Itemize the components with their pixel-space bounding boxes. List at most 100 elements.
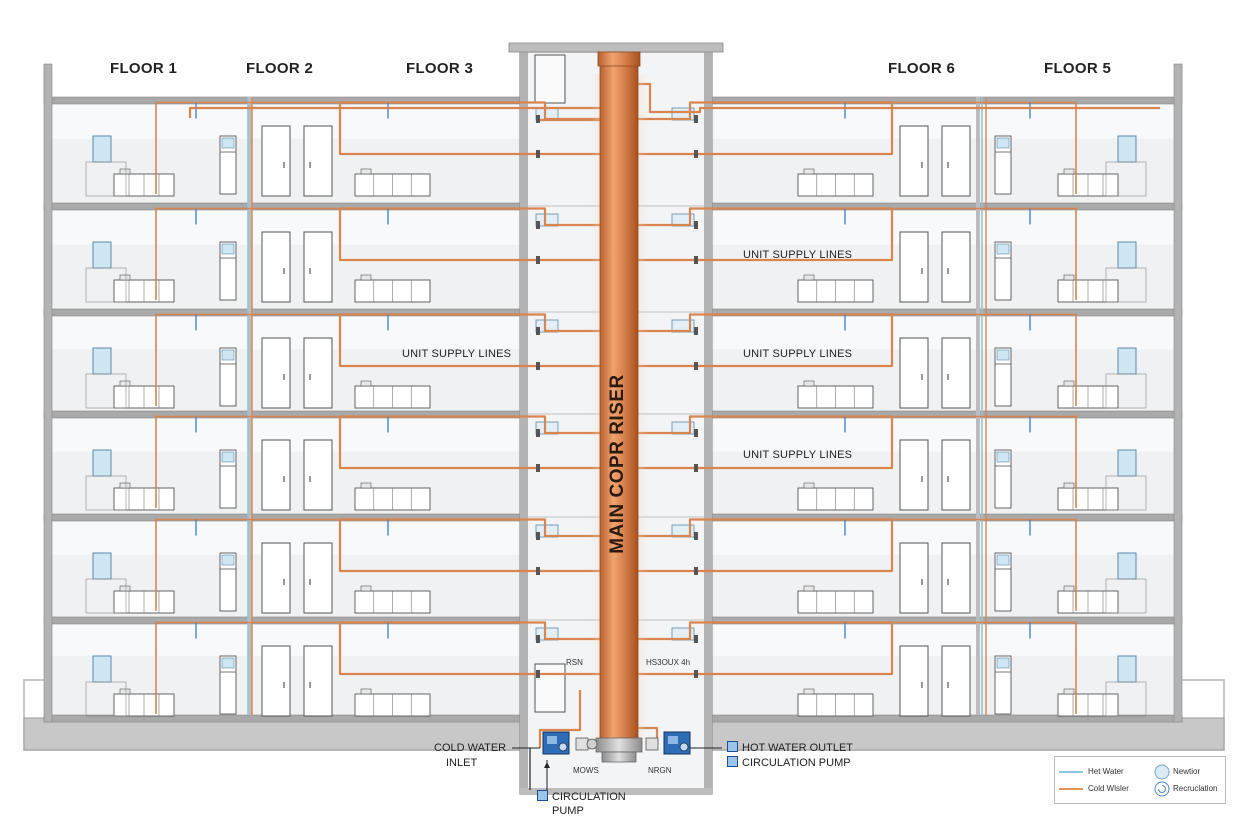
fridge-panel [996,137,1010,149]
faucet-icon [119,380,131,387]
faucet-icon [1063,274,1075,281]
unit-supply-left [338,313,604,368]
faucet-icon [119,585,131,592]
supply-lines-label-right-mid: UNIT SUPPLY LINES [743,348,853,360]
fridge-panel [221,243,235,255]
fridge-icon [219,347,237,407]
pipe-fitting [694,464,698,472]
cold-water-inlet-label-2: INLET [446,757,478,769]
branch-right [892,518,1077,611]
door-icon [303,337,333,409]
cabinet-outline [1105,578,1147,614]
hot-water-outlet-callout: HOT WATER OUTLET [727,741,853,755]
unit-supply-right [632,101,894,156]
riser-top-cap [597,51,641,67]
unit-supply-left [338,415,604,470]
branch-left [155,207,340,300]
fridge-icon [219,135,237,195]
faucet-icon [803,274,815,281]
fridge-panel [996,657,1010,669]
faucet-icon [119,482,131,489]
door-icon [899,231,929,303]
shaft-wall-right [704,52,712,794]
door-icon [261,231,291,303]
pipe-fitting [536,256,540,264]
faucet-icon [360,688,372,695]
unit-supply-right [632,313,894,368]
branch-left [155,621,340,714]
window-icon [1117,241,1137,269]
partition-wall [976,97,980,715]
window-icon [1117,347,1137,375]
faucet-icon [119,168,131,175]
fridge-icon [994,241,1012,301]
fridge-panel [221,137,235,149]
valve-left [575,737,589,751]
fridge-icon [994,449,1012,509]
faucet-icon [1063,585,1075,592]
hot-water-outlet-icon [727,741,738,752]
pipe-fitting [694,327,698,335]
pipe-network [155,82,1160,790]
riser-and-pumps [542,51,691,768]
window-icon [92,135,112,163]
legend-swatches [1059,764,1170,797]
cabinet-outline [85,475,127,511]
pipe-fitting [536,362,540,370]
fridge-icon [994,135,1012,195]
branch-left [155,101,340,194]
window-icon [92,347,112,375]
faucet-icon [360,274,372,281]
pipe-fitting [536,635,540,643]
fridge-panel [221,554,235,566]
faucet-icon [119,688,131,695]
pipe-fitting [694,256,698,264]
faucet-icon [803,482,815,489]
legend-newtor-label: Newtior [1173,767,1201,776]
door-icon [303,231,333,303]
circulation-pump-label-right: CIRCULATION PUMP [742,757,851,769]
pump-line-left [538,690,582,748]
unit-supply-left [338,621,604,676]
faucet-icon [1063,380,1075,387]
faucet-icon [1063,688,1075,695]
main-riser-label: MAIN COPR RISER [607,374,628,554]
branch-right [892,621,1077,714]
fridge-icon [219,241,237,301]
shaft-wall-left [520,52,528,794]
foundation-left [23,717,521,751]
floor-label-3: FLOOR 3 [406,60,474,77]
window-icon [1117,552,1137,580]
faucet-icon [803,585,815,592]
fridge-icon [994,655,1012,715]
pipe-fitting [694,362,698,370]
unit-supply-right [632,518,894,573]
pipe-fitting [694,429,698,437]
fridge-panel [221,657,235,669]
cabinet-outline [1105,161,1147,197]
shaft-cap [508,42,724,53]
faucet-icon [360,380,372,387]
supply-lines-label-right-top: UNIT SUPPLY LINES [743,249,853,261]
fridge-panel [996,243,1010,255]
faucet-icon [360,585,372,592]
pipe-fitting [694,567,698,575]
door-icon [941,645,971,717]
gauge-icon [586,738,598,750]
main-riser-pipe [599,63,639,741]
pipe-fitting [694,150,698,158]
fridge-panel [996,451,1010,463]
unit-supply-right [632,415,894,470]
branch-left [155,415,340,508]
hot-water-outlet-label: HOT WATER OUTLET [742,742,854,754]
cabinet-outline [85,681,127,717]
legend-newtor-icon [1154,764,1170,780]
cabinet-outline [1105,267,1147,303]
circulation-pump-label-bottom-2: PUMP [552,805,584,817]
faucet-icon [1063,168,1075,175]
window-icon [1117,655,1137,683]
floor-label-5: FLOOR 5 [1044,60,1112,77]
door-icon [941,337,971,409]
